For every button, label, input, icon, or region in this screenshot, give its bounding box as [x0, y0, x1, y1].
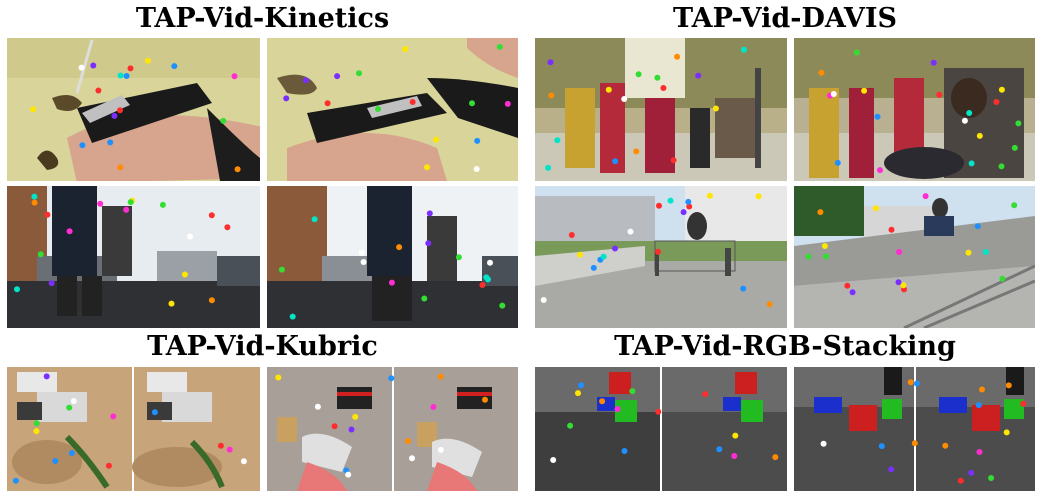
kinetics-title: TAP-Vid-Kinetics	[135, 3, 390, 34]
davis-title: TAP-Vid-DAVIS	[673, 3, 897, 34]
kinetics-frame-2b	[267, 186, 518, 328]
davis-frame-2a	[535, 186, 787, 328]
kinetics-frame-2a	[7, 186, 260, 328]
kinetics-frame-1a	[7, 38, 260, 181]
rgb-stacking-title: TAP-Vid-RGB-Stacking	[614, 331, 956, 362]
davis-frame-2b	[794, 186, 1035, 328]
kubric-title: TAP-Vid-Kubric	[147, 331, 378, 362]
davis-frame-1b	[794, 38, 1035, 181]
kubric-frame-a	[7, 367, 260, 491]
kubric-frame-b	[267, 367, 518, 491]
rgb-stacking-frame-b	[794, 367, 1035, 491]
rgb-stacking-frame-a	[535, 367, 787, 491]
davis-frame-1a	[535, 38, 787, 181]
kinetics-frame-1b	[267, 38, 518, 181]
